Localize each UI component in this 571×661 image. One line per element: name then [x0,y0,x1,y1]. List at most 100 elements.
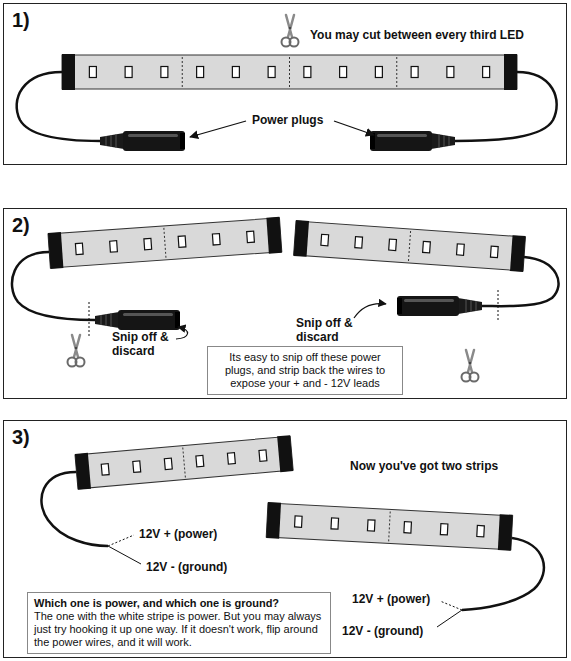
led [232,67,239,78]
led [110,241,118,252]
led [447,67,454,78]
step-number: 3) [12,426,30,449]
led [144,238,152,249]
end-cap [498,514,513,551]
led [227,453,235,465]
step-panel: 2) Its easy to snip off these power plugs… [3,208,567,399]
led [321,234,329,245]
led [101,464,109,476]
note-heading: Which one is power, and which one is gro… [34,597,324,610]
led [490,246,498,257]
cut-mark [182,57,183,87]
led [483,67,490,78]
led [247,231,255,242]
strip-body [62,55,517,89]
wire-label: 12V - (ground) [146,560,227,574]
cut-mark [164,228,166,258]
led [423,241,431,252]
led [196,455,204,467]
cut-line [498,290,499,322]
led [125,67,132,78]
note-box: Which one is power, and which one is gro… [27,592,331,654]
led-strip [48,217,282,269]
cut-mark [289,57,290,87]
led [197,67,204,78]
led [355,237,363,248]
end-cap [62,54,75,90]
callout-text: Snip off & discard [112,330,174,358]
strip-body [294,221,526,271]
cut-mark [183,448,186,478]
led [375,67,382,78]
power-plug [95,310,180,330]
end-cap [75,453,91,490]
led [331,518,339,529]
cut-mark [408,231,410,261]
scissors-icon [282,15,299,47]
cut-line [89,302,90,336]
leader-arrow [190,121,246,137]
callout-text: Power plugs [252,113,323,127]
led [411,67,418,78]
led-strip [75,435,293,490]
strip-body [75,436,293,489]
note-text: Its easy to snip off these power plugs, … [214,351,396,390]
leader-arrow [334,121,374,135]
led [367,520,375,531]
scissors-icon [68,335,85,367]
led-strip [266,502,513,551]
step-panel: 1) [3,3,567,165]
step-number: 2) [12,214,30,237]
end-cap [266,217,281,254]
led [133,461,141,473]
wire-label: 12V + (power) [139,527,217,541]
leader-arrow [176,327,188,339]
led [75,243,83,254]
led [161,67,168,78]
wire-label: 12V - (ground) [342,624,423,638]
led [340,67,347,78]
led [477,525,485,536]
wire [12,252,95,320]
wire [455,72,557,141]
led [178,236,186,247]
ground-lead [437,610,462,627]
instruction-text: You may cut between every third LED [310,28,524,42]
led [389,239,397,250]
end-cap [504,54,517,90]
strip-body [48,218,282,268]
led-strip [62,54,517,90]
wire [17,72,100,141]
end-cap [277,435,293,472]
power-lead [440,601,462,610]
cut-mark [389,511,391,541]
led [212,234,220,245]
leader-arrow [354,304,386,318]
led [89,67,96,78]
step-number: 1) [12,9,30,32]
led [164,458,172,470]
power-plug [370,131,455,151]
callout-text: Snip off & discard [296,316,358,344]
power-lead [108,535,134,546]
led [440,524,448,535]
end-cap [510,235,525,272]
wire-label: 12V + (power) [352,592,430,606]
led-strip [294,220,526,272]
led [295,516,303,527]
led [404,522,412,533]
power-plug [397,296,482,316]
scissors-icon [462,350,479,382]
note-text: The one with the white stripe is power. … [34,610,324,649]
led [259,450,267,462]
note-box: Its easy to snip off these power plugs, … [207,346,403,395]
end-cap [266,502,281,539]
wire [462,538,544,610]
end-cap [294,220,309,257]
power-plug [100,131,185,151]
wire [41,472,108,546]
ground-lead [108,546,141,564]
cut-mark [396,57,397,87]
instruction-text: Now you've got two strips [350,459,498,473]
